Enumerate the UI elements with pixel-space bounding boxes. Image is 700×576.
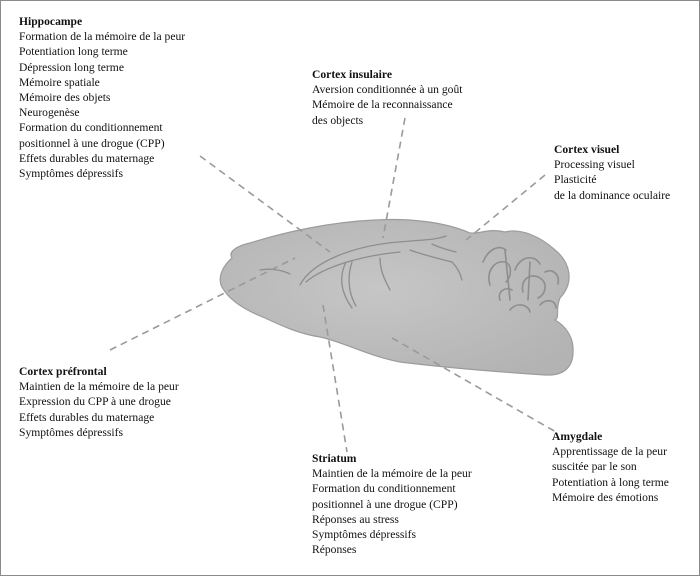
leader-hippocampe [199, 155, 331, 253]
region-function: Processing visuel [554, 158, 635, 172]
brain-section [219, 218, 574, 376]
region-striatum: Striatum Maintien de la mémoire de la pe… [312, 451, 472, 557]
region-function: Aversion conditionnée à un goût [312, 83, 463, 97]
region-function: suscitée par le son [552, 460, 637, 474]
region-title: Cortex préfrontal [19, 365, 107, 378]
region-function: Symptômes dépressifs [19, 167, 124, 181]
leader-cortex-prefrontal [109, 257, 296, 351]
cerebellum-folia [482, 246, 560, 313]
leader-striatum [322, 304, 348, 453]
region-function: Maintien de la mémoire de la peur [19, 380, 179, 394]
leader-cortex-visuel [465, 174, 546, 241]
region-function: Effets durables du maternage [19, 410, 155, 424]
leader-lines [109, 117, 557, 453]
region-function: Mémoire spatiale [19, 75, 100, 89]
region-function: Mémoire des objets [19, 91, 111, 105]
region-function: Potentiation long terme [19, 45, 128, 59]
region-function: Symptômes dépressifs [19, 425, 124, 439]
region-function: Symptômes dépressifs [312, 528, 417, 542]
region-function: de la dominance oculaire [554, 188, 671, 202]
region-function: Apprentissage de la peur [552, 445, 667, 459]
region-hippocampe: Hippocampe Formation de la mémoire de la… [19, 14, 185, 181]
region-function: positionnel à une drogue (CPP) [19, 136, 165, 150]
region-function: Effets durables du maternage [19, 151, 155, 165]
region-title: Cortex visuel [554, 143, 620, 156]
region-function: Dépression long terme [19, 60, 124, 74]
region-function: Mémoire des émotions [552, 490, 659, 504]
leader-amygdale [391, 337, 557, 433]
region-function: Réponses [312, 543, 357, 557]
internal-structures [259, 235, 463, 309]
region-function: Mémoire de la reconnaissance [312, 98, 453, 112]
region-cortex-visuel: Cortex visuel Processing visuel Plastici… [554, 142, 670, 203]
region-function: Plasticité [554, 173, 597, 187]
region-function: des objects [312, 113, 364, 127]
region-cortex-insulaire: Cortex insulaire Aversion conditionnée à… [312, 67, 462, 128]
region-title: Amygdale [552, 430, 603, 443]
region-title: Cortex insulaire [312, 68, 392, 81]
region-function: Formation du conditionnement [312, 482, 456, 496]
region-function: Neurogenèse [19, 106, 80, 120]
region-amygdale: Amygdale Apprentissage de la peur suscit… [552, 429, 669, 505]
region-title: Hippocampe [19, 15, 83, 28]
region-title: Striatum [312, 452, 357, 465]
region-function: Formation de la mémoire de la peur [19, 30, 186, 44]
leader-cortex-insulaire [382, 117, 406, 239]
region-function: positionnel à une drogue (CPP) [312, 497, 458, 511]
region-cortex-prefrontal: Cortex préfrontal Maintien de la mémoire… [19, 364, 179, 440]
region-function: Formation du conditionnement [19, 121, 163, 135]
region-function: Expression du CPP à une drogue [19, 395, 171, 409]
region-function: Potentiation à long terme [552, 475, 669, 489]
region-function: Réponses au stress [312, 512, 399, 526]
region-function: Maintien de la mémoire de la peur [312, 467, 472, 481]
